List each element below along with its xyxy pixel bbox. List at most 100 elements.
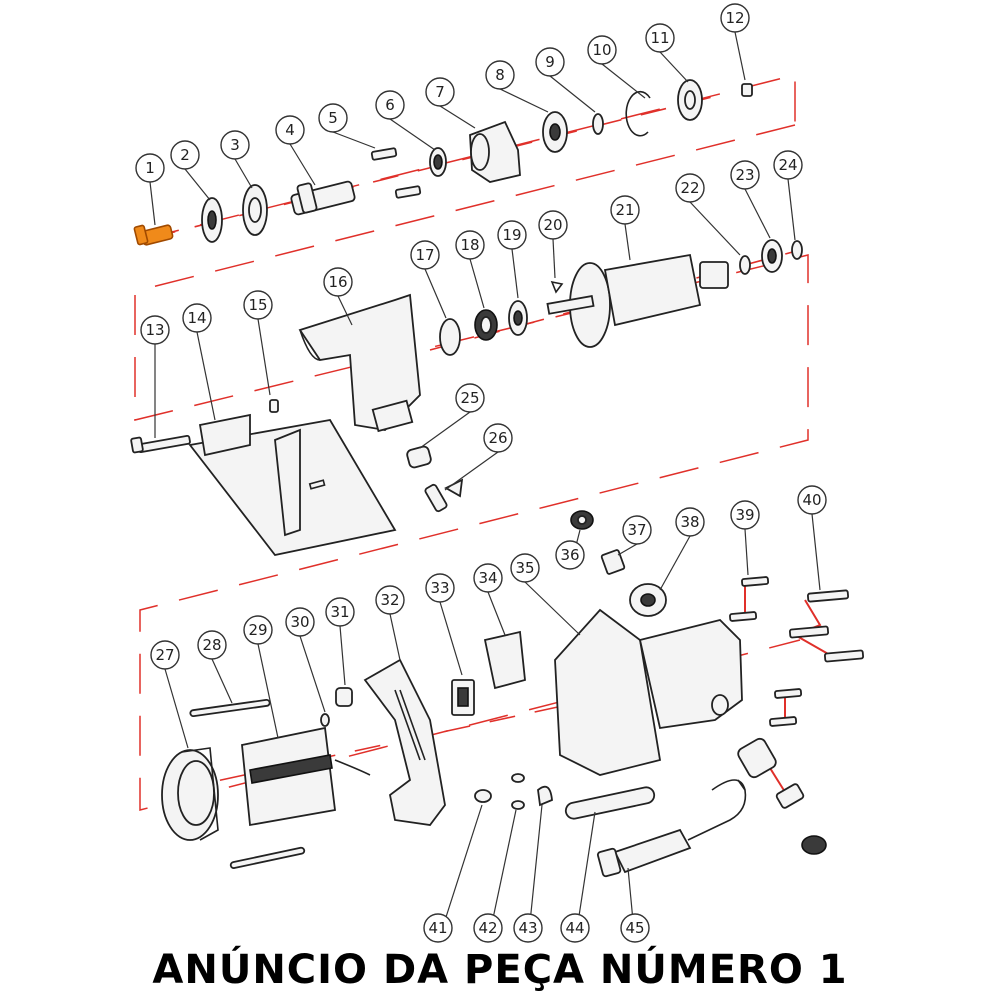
part-44-sleeve [564, 786, 656, 820]
callout-number-42: 42 [478, 919, 497, 937]
callout-36: 36 [555, 529, 585, 570]
part-31-bushing [335, 687, 353, 707]
leader-line-30 [299, 635, 326, 713]
part-2-flange [201, 197, 223, 243]
leader-line-25 [419, 411, 471, 449]
callout-circle-6 [375, 90, 405, 120]
callout-5: 5 [318, 103, 376, 149]
callout-39: 39 [730, 500, 760, 576]
callout-43: 43 [513, 804, 543, 943]
callout-number-23: 23 [735, 166, 754, 184]
callout-number-29: 29 [248, 621, 267, 639]
callout-circle-34 [473, 563, 503, 593]
callout-number-36: 36 [560, 546, 579, 564]
callout-8: 8 [485, 60, 549, 113]
callout-26: 26 [444, 423, 513, 491]
leader-line-11 [659, 51, 689, 83]
leader-line-16 [337, 295, 353, 326]
leader-line-9 [549, 75, 596, 113]
callout-44: 44 [560, 811, 596, 943]
guide-middle-frame [134, 254, 809, 811]
leader-line-32 [389, 613, 401, 661]
part-10-circlip [625, 90, 651, 137]
part-19-bearing [508, 300, 528, 336]
callout-13: 13 [140, 315, 170, 438]
callout-29: 29 [243, 615, 279, 739]
callout-circle-26 [483, 423, 513, 453]
part-38-brush-holder [629, 583, 667, 617]
callout-number-14: 14 [187, 309, 206, 327]
part-33-switch [451, 679, 475, 716]
part-30-screw [320, 713, 330, 727]
callout-27: 27 [150, 640, 189, 749]
callout-circle-29 [243, 615, 273, 645]
leader-line-26 [444, 451, 499, 491]
callout-number-8: 8 [495, 66, 505, 84]
callout-number-1: 1 [145, 159, 155, 177]
part-43-clip [537, 785, 553, 807]
part-1-bolt [133, 224, 174, 246]
leader-line-1 [149, 181, 156, 226]
callout-number-20: 20 [543, 216, 562, 234]
callout-number-40: 40 [802, 491, 821, 509]
callout-circle-40 [797, 485, 827, 515]
callout-42: 42 [473, 809, 517, 943]
callout-37: 37 [617, 515, 652, 556]
leader-line-37 [617, 543, 638, 556]
part-15-pin [269, 399, 279, 413]
callout-19: 19 [497, 220, 527, 299]
leader-line-15 [257, 318, 271, 396]
leader-line-38 [659, 535, 691, 591]
callout-25: 25 [419, 383, 485, 449]
leader-line-10 [601, 63, 646, 99]
part-40-screw-b [788, 625, 830, 639]
callout-38: 38 [659, 507, 705, 591]
part-cable-clamp [737, 737, 827, 855]
part-24-ring [791, 240, 803, 260]
callout-circle-33 [425, 573, 455, 603]
callout-number-25: 25 [460, 389, 479, 407]
callout-number-18: 18 [460, 236, 479, 254]
callout-circle-7 [425, 77, 455, 107]
leader-line-31 [339, 625, 346, 686]
callout-number-27: 27 [155, 646, 174, 664]
part-37-brush [600, 549, 626, 575]
callout-number-12: 12 [725, 9, 744, 27]
part-9-washer [592, 113, 604, 135]
callout-circle-45 [620, 913, 650, 943]
part-39-screw-b [729, 611, 758, 622]
leader-line-39 [744, 528, 749, 576]
leader-line-4 [289, 143, 316, 186]
part-4-spindle [290, 180, 356, 216]
callout-circle-19 [497, 220, 527, 250]
leader-line-20 [552, 238, 556, 279]
callout-circle-41 [423, 913, 453, 943]
leader-line-22 [689, 201, 741, 256]
callout-circle-21 [610, 195, 640, 225]
callout-14: 14 [182, 303, 216, 421]
callout-number-10: 10 [592, 41, 611, 59]
callout-number-5: 5 [328, 109, 338, 127]
callout-circle-14 [182, 303, 212, 333]
callout-number-34: 34 [478, 569, 497, 587]
callout-circle-17 [410, 240, 440, 270]
leader-line-19 [511, 248, 519, 299]
part-39-screw-d [769, 716, 798, 727]
callout-circle-16 [323, 267, 353, 297]
callout-33: 33 [425, 573, 463, 676]
callout-21: 21 [610, 195, 640, 261]
callout-number-9: 9 [545, 53, 555, 71]
callout-circle-30 [285, 607, 315, 637]
callout-number-7: 7 [435, 83, 445, 101]
callout-number-44: 44 [565, 919, 584, 937]
leader-line-2 [184, 168, 211, 201]
callout-circle-28 [197, 630, 227, 660]
leader-line-12 [734, 31, 746, 81]
callout-16: 16 [323, 267, 353, 326]
part-42-fitting-a [511, 773, 525, 783]
axis-row-3 [174, 699, 591, 791]
leader-line-7 [439, 105, 476, 129]
callout-12: 12 [720, 3, 750, 81]
callout-circle-25 [455, 383, 485, 413]
leader-line-35 [524, 581, 581, 636]
